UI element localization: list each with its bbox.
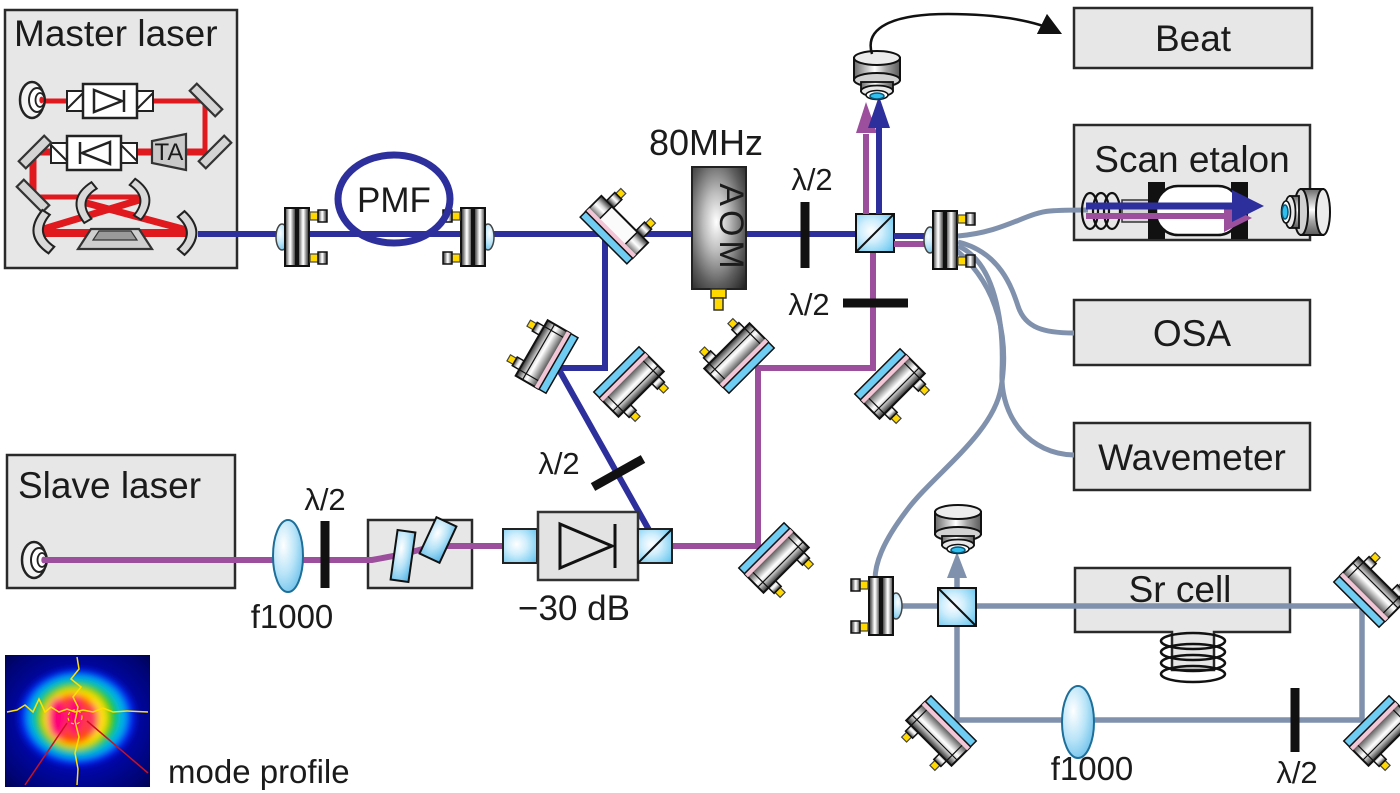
prism-inner-icon	[91, 230, 139, 241]
crosshair-line	[86, 720, 149, 774]
anamorphic-prism-icon	[389, 528, 417, 584]
cavity-beam-diag1	[35, 194, 148, 235]
mirror-icon	[896, 696, 977, 777]
pmf-label: PMF	[357, 181, 431, 220]
lens-f1000-icon	[1061, 685, 1095, 759]
sr-arrowhead	[947, 552, 967, 578]
isolator-input-polarizer-icon	[502, 528, 538, 564]
half-wave-label: λ/2	[1276, 755, 1317, 790]
half-wave-label: λ/2	[538, 446, 579, 481]
wavemeter-label: Wavemeter	[1098, 437, 1286, 478]
beat-panel	[1072, 6, 1314, 70]
aom-connector-icon	[713, 297, 724, 311]
fiber-to-sr-cell-setup	[872, 248, 1007, 591]
aom-icon	[691, 166, 747, 290]
sr-heater-coil	[1159, 631, 1227, 684]
photodetector-icon	[1280, 188, 1331, 236]
aom-label: AOM	[712, 183, 750, 272]
lens-f1000-icon	[272, 519, 304, 593]
beat-label: Beat	[1155, 18, 1232, 59]
mirror-icon	[694, 313, 775, 394]
half-wave-label: λ/2	[304, 482, 345, 517]
sr-beamsplitter-cube	[937, 587, 977, 627]
beam-sampler-icon	[580, 183, 661, 264]
mode-profile-label: mode profile	[168, 753, 350, 790]
half-wave-plate-icon	[590, 455, 646, 491]
vertical-profile-trace	[69, 656, 83, 786]
beat-photodetector-icon	[853, 50, 901, 101]
pickoff-blue-beam	[560, 234, 608, 371]
cube-diagonal	[637, 528, 673, 564]
injection-blue-beam	[555, 366, 652, 532]
fiber-to-osa	[957, 239, 1075, 336]
diode-symbol-icon	[558, 521, 616, 571]
pmf-loop-icon	[334, 151, 454, 247]
signal-arrow-to-beat	[869, 12, 1063, 55]
piezo-coil-icon	[1102, 191, 1122, 231]
osa-panel	[1072, 298, 1312, 367]
panels	[3, 6, 1314, 672]
scan-etalon-label: Scan etalon	[1094, 139, 1289, 180]
piezo-coil-icon	[1080, 191, 1100, 231]
isolator-body-icon	[536, 510, 640, 582]
sr-photodetector-icon	[934, 504, 982, 555]
fibers	[872, 207, 1089, 591]
fiber-outcoupler-icon	[850, 576, 903, 636]
combiner-cube	[855, 213, 895, 253]
mounted-optics	[275, 12, 1400, 777]
half-wave-label: λ/2	[788, 287, 829, 322]
centroid-marker	[67, 709, 83, 725]
mode-profile-image	[5, 655, 150, 787]
slave-isolator	[502, 510, 673, 582]
scan-etalon-internals	[1080, 182, 1331, 239]
crosshair-line	[24, 722, 68, 786]
aom-connector-icon	[710, 288, 727, 299]
master-emitter-dot	[39, 96, 44, 104]
aom-group	[691, 166, 747, 311]
wavemeter-panel	[1072, 421, 1312, 492]
master-laser-internals	[15, 80, 233, 257]
slave-laser-label: Slave laser	[18, 465, 201, 506]
tapered-amplifier-icon	[150, 132, 188, 172]
sr-cell-beam	[896, 603, 1365, 723]
fiber-coupler-icon	[923, 210, 976, 270]
f1000-label: f1000	[1051, 750, 1134, 787]
mirror-icon	[855, 349, 936, 430]
fiber-to-scan-etalon	[957, 207, 1089, 239]
mirror-icon	[1334, 547, 1400, 628]
blue-arrowhead	[868, 96, 890, 128]
labels: Master laser TA Slave laser PMF 80MHz AO…	[14, 13, 1318, 790]
horizontal-profile-trace	[6, 697, 149, 714]
mirror-icon	[739, 523, 820, 604]
aom-freq-label: 80MHz	[649, 122, 763, 163]
slave-laser-internals	[20, 540, 49, 580]
half-wave-label: λ/2	[791, 162, 832, 197]
master-laser-label: Master laser	[14, 13, 218, 54]
osa-label: OSA	[1153, 313, 1231, 354]
ta-label: TA	[155, 139, 184, 166]
piezo-coil-icon	[1091, 191, 1111, 231]
mirror-icon	[1344, 696, 1400, 777]
optics	[272, 96, 1331, 759]
f1000-label: f1000	[251, 598, 334, 635]
isolation-label: −30 dB	[518, 589, 630, 628]
etalon-blue-arrowhead	[1232, 190, 1264, 222]
anamorphic-prism-icon	[418, 515, 458, 565]
fiber-to-wavemeter	[956, 243, 1075, 458]
sr-cell-label: Sr cell	[1129, 569, 1232, 610]
